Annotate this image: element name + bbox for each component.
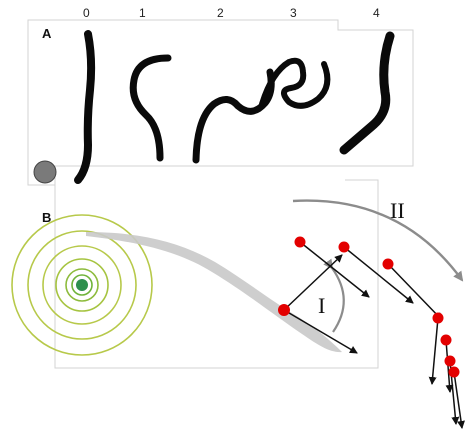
heading-arrow xyxy=(299,241,370,298)
panel-a-label: A xyxy=(42,26,52,41)
turn-arc-ii xyxy=(292,199,464,282)
track-point xyxy=(278,304,290,316)
gradient-ring-4 xyxy=(42,245,122,325)
track-points xyxy=(278,236,460,378)
track-point xyxy=(382,258,394,270)
heading-arrow xyxy=(428,317,439,385)
track-point xyxy=(338,241,350,253)
panel-b-label: B xyxy=(42,210,51,225)
panel-a-frame xyxy=(27,19,414,186)
heading-arrow xyxy=(343,246,414,304)
posture-tick-3: 3 xyxy=(290,6,297,20)
worm-posture-0 xyxy=(74,30,96,184)
heading-arrow xyxy=(283,309,358,354)
turn-arc-i xyxy=(323,258,345,333)
posture-tick-0: 0 xyxy=(83,6,90,20)
worm-posture-4 xyxy=(339,31,395,155)
panel-a: A 0 1 2 3 4 xyxy=(27,6,414,186)
heading-arrow xyxy=(453,371,465,429)
gradient-ring-6 xyxy=(11,214,153,356)
posture-tick-1: 1 xyxy=(139,6,146,20)
worm-posture-2 xyxy=(192,68,275,164)
gradient-rings xyxy=(11,214,153,356)
worm-track xyxy=(86,232,342,353)
gradient-ring-5 xyxy=(27,230,137,340)
heading-arrow xyxy=(283,254,343,311)
heading-arrow xyxy=(387,263,443,321)
panel-b-frame xyxy=(54,179,379,369)
track-point xyxy=(448,366,460,378)
marker-dot xyxy=(33,160,57,184)
gradient-center xyxy=(76,279,88,291)
track-point xyxy=(440,334,452,346)
track-point xyxy=(444,355,456,367)
posture-tick-4: 4 xyxy=(373,6,380,20)
angle-label-ii: II xyxy=(390,198,405,223)
panel-b: B II I xyxy=(11,179,465,429)
angle-label-i: I xyxy=(318,293,325,318)
gradient-ring-2 xyxy=(65,268,99,302)
gradient-ring-1 xyxy=(71,274,93,296)
track-point xyxy=(294,236,306,248)
worm-posture-3 xyxy=(259,57,331,109)
posture-tick-2: 2 xyxy=(217,6,224,20)
gradient-ring-3 xyxy=(55,258,109,312)
worm-posture-1 xyxy=(129,54,172,162)
track-point xyxy=(432,312,444,324)
